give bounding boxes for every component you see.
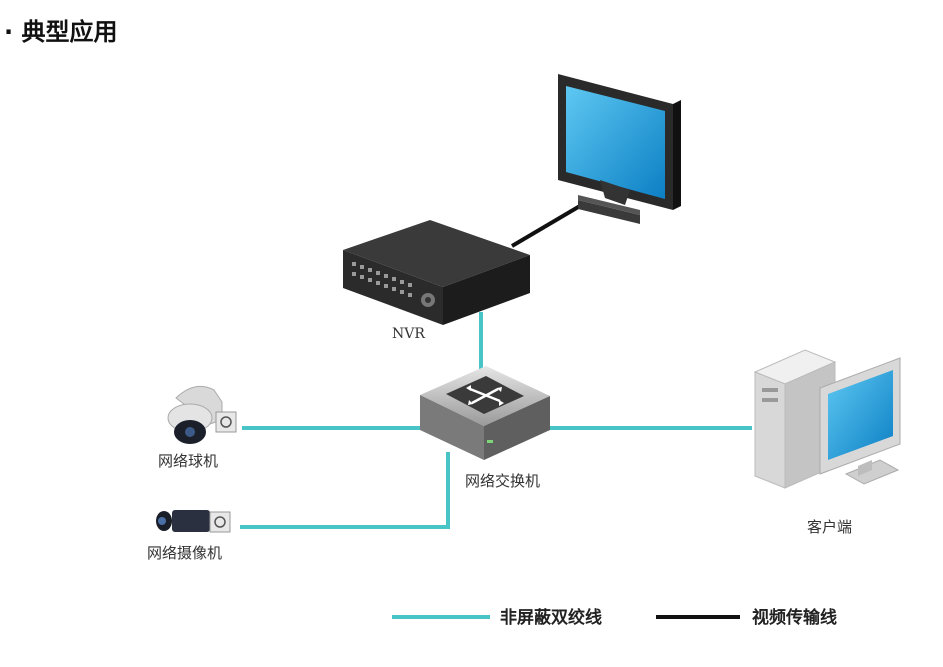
- nvr-icon: [343, 220, 530, 325]
- utp-link-box-switch: [240, 452, 450, 529]
- dome-camera-icon: [167, 385, 237, 444]
- legend-video-label: 视频传输线: [752, 607, 837, 628]
- switch-label: 网络交换机: [465, 472, 540, 490]
- nvr-label: NVR: [392, 326, 425, 342]
- legend-utp-label: 非屏蔽双绞线: [500, 607, 602, 628]
- client-pc-icon: [753, 349, 901, 489]
- network-switch-icon: [420, 366, 550, 460]
- box-camera-label: 网络摄像机: [147, 544, 222, 562]
- client-label: 客户端: [807, 518, 852, 536]
- page-title: · 典型应用: [4, 18, 118, 46]
- video-link-nvr-monitor: [510, 201, 587, 248]
- legend: 非屏蔽双绞线 视频传输线: [392, 607, 837, 628]
- dome-camera-label: 网络球机: [158, 452, 218, 470]
- box-camera-icon: [156, 510, 231, 533]
- connections: [240, 201, 752, 529]
- monitor-icon: [558, 74, 681, 224]
